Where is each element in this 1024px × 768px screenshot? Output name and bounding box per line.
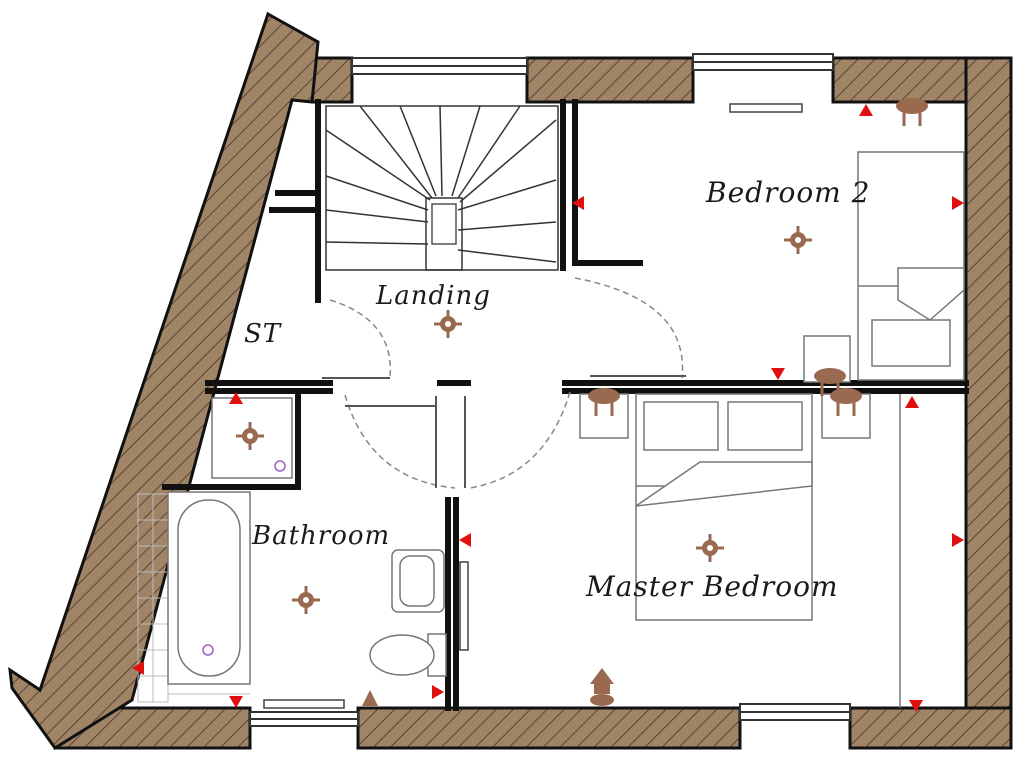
- socket-marker-icon: [905, 396, 919, 408]
- ceiling-light-icon: [432, 308, 464, 340]
- external-walls: [8, 11, 1013, 751]
- light-switch-icon: [362, 690, 378, 706]
- staircase: [325, 105, 559, 271]
- room-label-store: ST: [244, 319, 282, 349]
- radiator-bath: [263, 699, 345, 709]
- socket-marker-icon: [771, 368, 785, 380]
- bed-double: [635, 393, 813, 621]
- towel-radiator: [459, 561, 469, 651]
- ceiling-light-icon: [290, 584, 322, 616]
- bedside-lamp-icon: [590, 668, 614, 706]
- room-label-bedroom2: Bedroom 2: [705, 176, 870, 209]
- basin: [391, 549, 445, 613]
- socket-marker-icon: [229, 696, 243, 708]
- toilet: [369, 633, 447, 677]
- bedside-lamp-icon: [894, 96, 930, 128]
- socket-marker-icon: [432, 685, 444, 699]
- socket-marker-icon: [459, 533, 471, 547]
- socket-marker-icon: [952, 533, 964, 547]
- room-label-landing: Landing: [375, 281, 491, 311]
- room-label-master: Master Bedroom: [585, 570, 839, 603]
- windows: [249, 53, 851, 727]
- room-label-bathroom: Bathroom: [251, 521, 390, 551]
- radiator-bed2: [729, 103, 803, 113]
- door-leaves: [322, 375, 686, 488]
- internal-walls: [162, 99, 969, 711]
- ceiling-light-icon: [782, 224, 814, 256]
- socket-marker-icon: [859, 104, 873, 116]
- bed-single: [857, 151, 965, 381]
- bathtub: [167, 491, 251, 685]
